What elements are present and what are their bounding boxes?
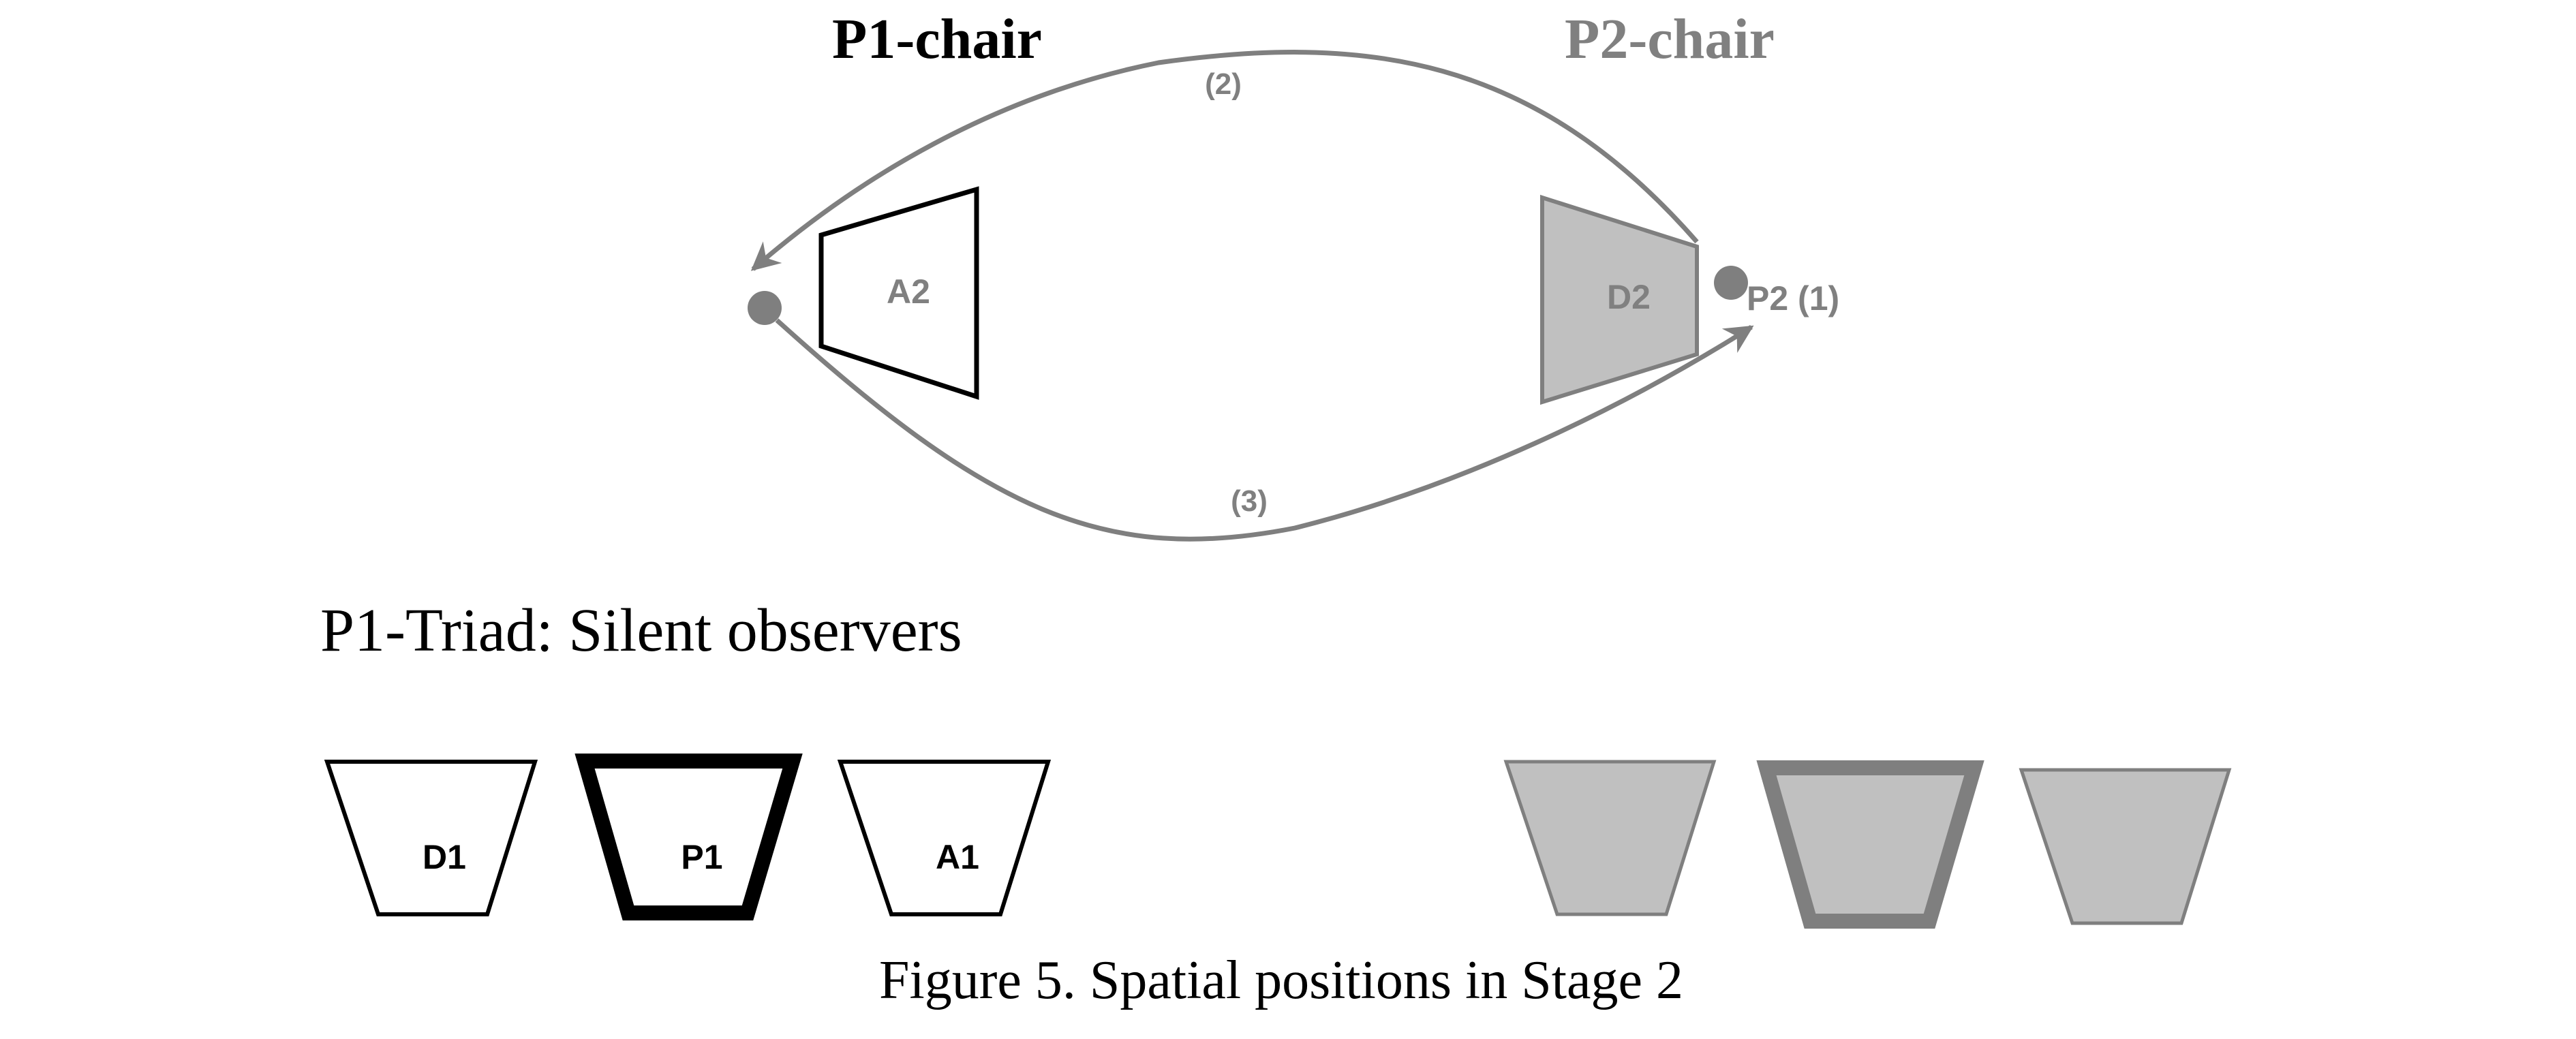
p2-position-dot: [1714, 266, 1748, 300]
path-3-arrow: [775, 318, 1754, 542]
path-2-arrow: [750, 50, 1699, 271]
seat-p1: [574, 754, 803, 920]
path-2-label: (2): [1205, 67, 1242, 101]
seat-a2: [818, 186, 979, 400]
p2-position-label: P2 (1): [1747, 279, 1839, 317]
seat-a1-label: A1: [936, 838, 979, 876]
gray-seat-center: [1756, 760, 1984, 929]
seat-d1: [324, 760, 538, 916]
seat-d2-label: D2: [1607, 278, 1651, 316]
gray-seat-right: [2019, 768, 2232, 925]
p2-chair-title: P2-chair: [1565, 7, 1775, 71]
figure-caption: Figure 5. Spatial positions in Stage 2: [879, 950, 1683, 1010]
seat-p1-label: P1: [681, 838, 722, 876]
seat-d2: [1540, 194, 1699, 405]
p1-position-dot: [748, 291, 782, 325]
triad-heading: P1-Triad: Silent observers: [320, 597, 962, 664]
seat-a1: [837, 760, 1052, 916]
gray-seat-left: [1503, 760, 1717, 916]
p1-chair-title: P1-chair: [832, 7, 1042, 71]
seat-a2-label: A2: [887, 273, 930, 311]
seat-d1-label: D1: [423, 838, 466, 876]
path-3-label: (3): [1231, 484, 1268, 518]
